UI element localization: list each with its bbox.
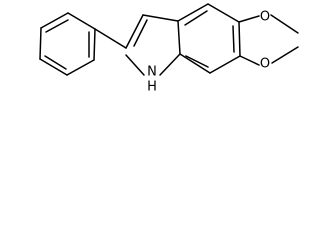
bond-inner [185, 55, 209, 68]
benzene-ring [177, 3, 241, 74]
bond [39, 58, 68, 76]
bond [93, 28, 96, 61]
phenyl-pyrrole-bond [94, 28, 127, 49]
atom-oxygen-bottom: O [260, 57, 270, 72]
bond-inner [232, 25, 235, 53]
bond [142, 14, 179, 22]
bond [159, 53, 181, 76]
bond [238, 21, 241, 57]
bond [177, 3, 209, 22]
atom-hydrogen: H [147, 80, 157, 95]
bond [125, 54, 145, 76]
bond [238, 15, 260, 23]
bond [207, 3, 240, 23]
bond [177, 20, 181, 55]
dioxole-ring [238, 14, 299, 66]
bond [179, 53, 211, 74]
bond [271, 46, 299, 64]
bond [209, 55, 241, 74]
bond [125, 14, 144, 49]
bond-inner [45, 19, 69, 33]
bond [239, 55, 260, 66]
chemical-structure: O O N H [39, 3, 299, 95]
phenyl-ring [39, 12, 96, 76]
pyrrole-ring [125, 14, 181, 76]
bond [66, 59, 95, 76]
bond-inner [184, 10, 208, 26]
bond [39, 27, 42, 60]
bond [40, 12, 69, 29]
bond [67, 12, 96, 30]
bond-inner [133, 19, 148, 47]
atom-nitrogen: N [147, 65, 157, 80]
atom-oxygen-top: O [260, 10, 270, 25]
bond [270, 14, 299, 34]
bond-inner [44, 55, 67, 70]
